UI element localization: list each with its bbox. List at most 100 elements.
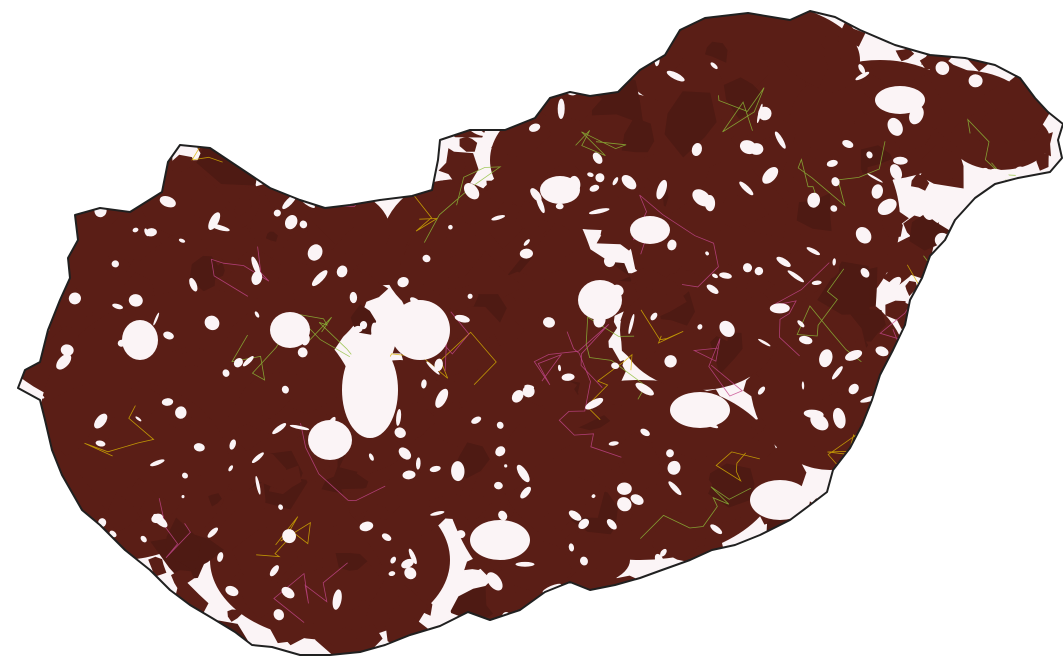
open-land-patch — [111, 260, 119, 268]
open-land-patch — [898, 444, 905, 459]
mask-patch — [889, 548, 933, 583]
road-line — [718, 87, 765, 133]
open-land-patch — [980, 218, 989, 227]
mask-patch — [447, 60, 457, 73]
open-land-patch — [464, 616, 470, 624]
open-land-patch — [326, 139, 343, 155]
mask-patch — [995, 284, 1046, 329]
mask-patch — [124, 131, 161, 174]
open-land-patch — [193, 443, 205, 452]
mask-patch — [964, 204, 989, 232]
open-land-patch — [398, 447, 412, 460]
mask-patch — [31, 449, 48, 469]
mask-patch — [30, 268, 46, 288]
open-land-patch — [284, 214, 298, 230]
mask-patch — [1038, 419, 1063, 464]
mask-patch — [400, 232, 449, 300]
open-land-patch — [585, 397, 604, 410]
mask-patch — [1013, 453, 1063, 517]
mask-patch — [439, 284, 479, 310]
mask-patch — [867, 529, 920, 571]
open-land-patch — [422, 90, 439, 97]
mask-patch — [401, 639, 417, 655]
mask-patch — [68, 164, 97, 190]
open-land-patch — [848, 383, 859, 395]
open-land-patch — [381, 533, 392, 541]
open-land-patch — [105, 583, 116, 595]
open-land-patch — [402, 470, 416, 480]
open-land-patch — [612, 177, 619, 186]
open-land-patch — [561, 373, 575, 381]
open-land-patch — [719, 272, 732, 279]
mask-patch — [892, 540, 932, 599]
open-land-patch — [801, 381, 805, 390]
mask-patch — [922, 144, 956, 184]
open-land-patch — [189, 277, 198, 292]
open-land-area — [670, 392, 730, 428]
open-land-patch — [381, 108, 392, 122]
open-land-patch — [201, 92, 211, 103]
mask-patch — [18, 236, 52, 289]
open-land-patch — [181, 495, 185, 499]
mask-patch — [925, 447, 964, 488]
mask-patch — [95, 217, 163, 261]
road-line — [797, 141, 886, 207]
open-land-patch — [954, 345, 969, 365]
mask-patch — [214, 272, 232, 292]
mask-patch — [972, 300, 1000, 336]
mask-patch — [1023, 580, 1060, 618]
open-land-patch — [831, 177, 840, 187]
mask-patch — [857, 479, 915, 512]
mask-patch — [1003, 605, 1036, 637]
mask-patch — [976, 291, 1026, 325]
open-land-patch — [842, 140, 854, 148]
mask-patch — [500, 58, 532, 82]
open-land-patch — [855, 227, 872, 244]
mask-patch — [323, 249, 354, 271]
mask-patch — [66, 63, 103, 103]
mask-patch — [882, 255, 915, 287]
open-land-patch — [608, 441, 619, 446]
open-land-patch — [617, 497, 632, 512]
open-land-patch — [225, 585, 239, 597]
mask-patch — [1019, 242, 1046, 268]
mask-patch — [255, 11, 267, 23]
mask-patch — [265, 231, 278, 242]
open-land-patch — [704, 195, 716, 212]
open-land-patch — [486, 572, 503, 591]
open-land-patch — [656, 179, 668, 200]
open-land-patch — [222, 369, 230, 377]
mask-patch — [277, 595, 297, 617]
open-land-patch — [60, 276, 66, 283]
open-land-patch — [98, 599, 108, 618]
mask-patch — [141, 627, 153, 639]
mask-patch — [842, 453, 875, 488]
mask-patch — [999, 224, 1030, 259]
mask-patch — [557, 245, 631, 306]
mask-patch — [78, 643, 98, 655]
open-land-patch — [880, 580, 886, 586]
open-land-patch — [151, 606, 168, 624]
road-line — [256, 516, 311, 558]
mask-patch — [154, 235, 184, 256]
open-land-patch — [289, 424, 310, 431]
mask-patch — [605, 11, 650, 51]
mask-patch — [936, 486, 988, 535]
mask-patch — [1047, 308, 1062, 324]
road-line — [796, 268, 862, 363]
mask-patch — [123, 150, 170, 183]
open-land-patch — [40, 228, 58, 238]
open-land-patch — [1023, 258, 1036, 270]
mask-patch — [185, 168, 231, 218]
open-land-patch — [906, 438, 919, 450]
mask-patch — [298, 48, 329, 95]
open-land-patch — [603, 255, 616, 268]
mask-patch — [18, 94, 31, 108]
open-land-patch — [445, 523, 458, 544]
open-land-patch — [394, 138, 406, 150]
mask-patch — [735, 562, 762, 582]
mask-patch — [773, 361, 820, 413]
mask-patch — [487, 202, 526, 249]
mask-patch — [1044, 23, 1063, 51]
mask-patch — [983, 332, 1038, 379]
